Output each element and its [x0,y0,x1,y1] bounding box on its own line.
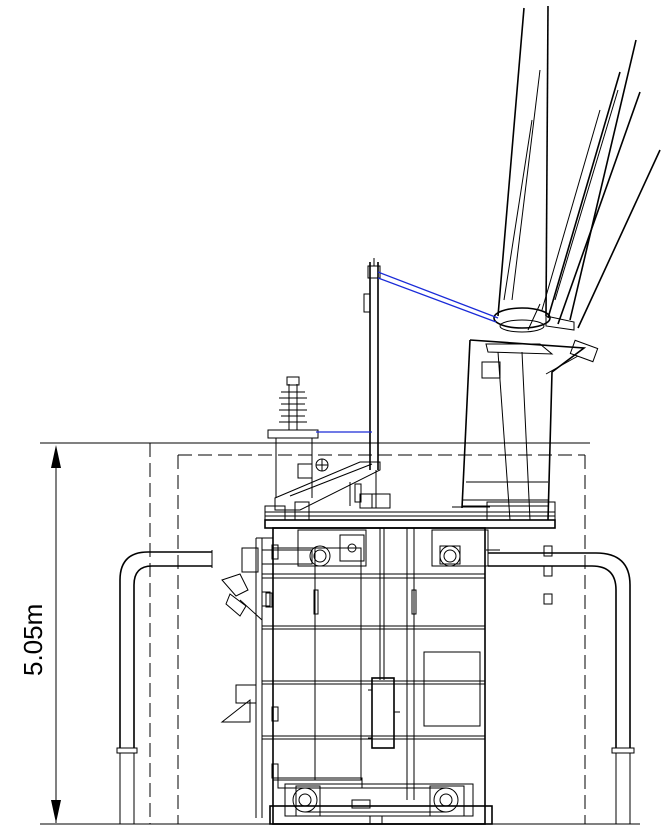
hv-bushing-turret [461,339,599,521]
sloped-cover [274,461,391,511]
conservator-pipe [363,258,381,504]
hv-insulators [493,5,661,333]
neutral-bushing [267,376,372,498]
left-flange-assembly [261,529,367,567]
hv-lead [377,271,499,323]
side-fittings [220,547,271,723]
tank-base [269,777,493,825]
main-tank [255,527,486,825]
gauge-rod [368,528,400,749]
right-cooler-pipe [488,545,635,824]
tank-cover [264,501,556,529]
right-flange-assembly [431,529,500,567]
left-cooler-pipe [116,550,213,824]
cover-markers [315,458,329,472]
height-dimension-label: 5.05m [18,604,48,676]
